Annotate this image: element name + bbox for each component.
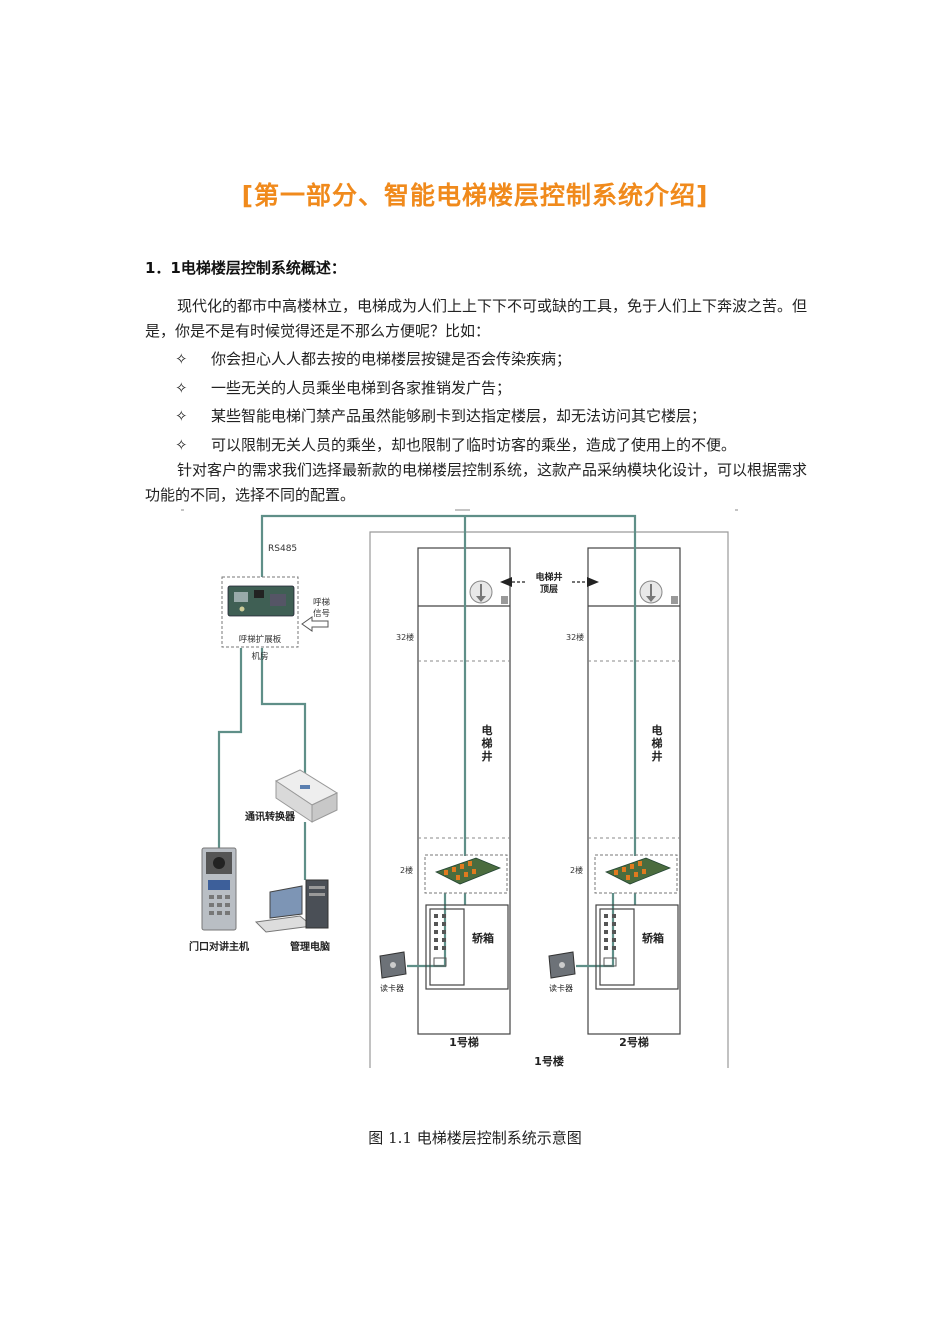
shaft-label-char: 电	[482, 723, 493, 737]
list-item: ✧某些智能电梯门禁产品虽然能够刷卡到达指定楼层，却无法访问其它楼层；	[145, 403, 825, 432]
management-pc-label: 管理电脑	[290, 940, 330, 953]
management-pc-icon	[254, 879, 329, 933]
shaft-label-char: 井	[652, 749, 663, 763]
traction-machine-icon	[469, 580, 508, 604]
closing-paragraph: 针对客户的需求我们选择最新款的电梯楼层控制系统，这款产品采纳模块化设计，可以根据…	[145, 461, 808, 504]
card-reader-label: 读卡器	[380, 983, 404, 993]
figure-caption: 图 1.1 电梯楼层控制系统示意图	[368, 1129, 582, 1147]
building-label: 1号楼	[534, 1054, 564, 1068]
bullet-diamond-icon: ✧	[175, 378, 188, 397]
communication-wiring	[217, 514, 637, 968]
floor-32-label: 32楼	[396, 632, 414, 642]
car-label: 轿箱	[642, 931, 664, 945]
elevator-control-diagram: RS485 呼梯 信号 呼梯扩展板 机房 通讯转换器 门口对讲主机 管理电脑	[181, 509, 738, 1068]
floor-32-label: 32楼	[566, 632, 584, 642]
bullet-diamond-icon: ✧	[175, 435, 188, 454]
traction-machine-icon	[639, 580, 678, 604]
floor-2-label: 2楼	[570, 865, 583, 875]
door-intercom-icon	[201, 847, 237, 931]
floor-control-board	[594, 854, 678, 894]
converter-label: 通讯转换器	[245, 810, 296, 823]
call-expansion-board	[221, 576, 299, 648]
building-outline	[369, 531, 729, 1068]
call-signal-label-1: 呼梯	[313, 597, 331, 608]
car-keypad-icon	[603, 914, 617, 967]
shaft-top-label-2: 顶层	[540, 584, 558, 595]
door-intercom-label: 门口对讲主机	[189, 940, 249, 953]
intro-paragraph: 现代化的都市中高楼林立，电梯成为人们上上下下不可或缺的工具，免于人们上下奔波之苦…	[145, 297, 808, 340]
bullet-list: ✧你会担心人人都去按的电梯楼层按键是否会传染疾病； ✧一些无关的人员乘坐电梯到各…	[145, 346, 825, 460]
elevator-car-2	[595, 904, 679, 990]
car-label: 轿箱	[472, 931, 494, 945]
floor-control-board	[424, 854, 508, 894]
call-signal-label-2: 信号	[313, 608, 330, 619]
floor-2-label: 2楼	[400, 865, 413, 875]
car-keypad-icon	[433, 914, 447, 967]
floor-dividers	[418, 660, 680, 839]
card-reader-icon	[379, 951, 407, 979]
shaft-label-char: 梯	[482, 736, 493, 750]
card-reader-label: 读卡器	[549, 983, 573, 993]
list-item: ✧你会担心人人都去按的电梯楼层按键是否会传染疾病；	[145, 346, 825, 375]
shaft-top-label-1: 电梯井	[535, 571, 562, 583]
list-item: ✧一些无关的人员乘坐电梯到各家推销发广告；	[145, 375, 825, 404]
bullet-diamond-icon: ✧	[175, 407, 188, 425]
shaft-label-char: 井	[482, 749, 493, 763]
elevator-1-label: 1号梯	[449, 1035, 479, 1049]
communication-converter-icon	[274, 769, 339, 823]
list-item: ✧可以限制无关人员的乘坐，却也限制了临时访客的乘坐，造成了使用上的不便。	[145, 432, 825, 461]
call-signal-arrow-icon	[301, 616, 329, 632]
shaft-label-char: 电	[652, 723, 663, 737]
rs485-label: RS485	[268, 544, 297, 554]
shaft-top-arrows	[500, 577, 599, 587]
expansion-board-label: 呼梯扩展板	[239, 634, 282, 645]
card-reader-icon	[548, 951, 576, 979]
bullet-diamond-icon: ✧	[175, 350, 188, 368]
section-heading: 1．1电梯楼层控制系统概述：	[145, 259, 346, 277]
elevator-car-1	[425, 904, 509, 990]
elevator-2-label: 2号梯	[619, 1035, 649, 1049]
page-title: [第一部分、智能电梯楼层控制系统介绍]	[241, 181, 709, 210]
shaft-label-char: 梯	[652, 736, 663, 750]
machine-room-label: 机房	[251, 651, 268, 662]
